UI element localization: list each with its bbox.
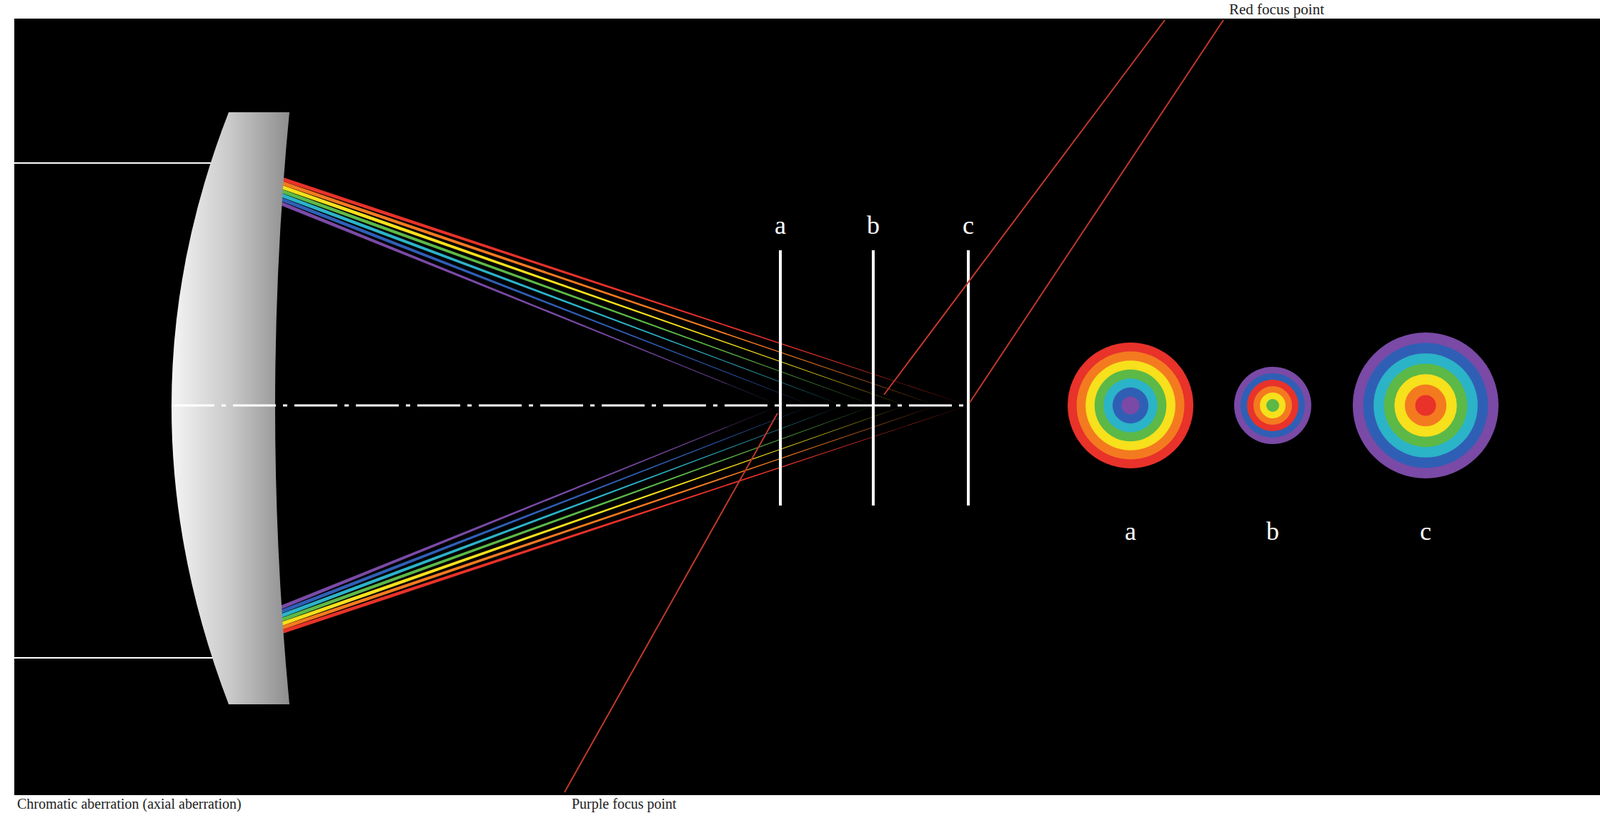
color-beam — [235, 405, 906, 642]
color-beam — [235, 161, 969, 406]
color-beam — [235, 405, 844, 635]
plane-letter: c — [962, 211, 975, 241]
blur-disc-ring — [1076, 351, 1185, 460]
blur-disc-ring — [1253, 385, 1293, 425]
disc-letter: b — [1266, 517, 1280, 546]
optical-axis — [171, 404, 969, 407]
incoming-ray — [0, 162, 236, 164]
color-beam — [235, 179, 812, 406]
black-panel — [14, 18, 1600, 795]
color-beam — [235, 405, 812, 631]
plane-line — [966, 250, 970, 506]
callout-label: Red focus point — [1229, 1, 1325, 18]
lens — [171, 112, 290, 704]
color-beam — [235, 168, 906, 406]
leader-line — [883, 20, 1165, 395]
color-beam — [235, 405, 781, 628]
blur-disc-ring — [1240, 373, 1305, 438]
callout-label: Purple focus point — [571, 795, 677, 812]
color-beam — [235, 175, 844, 406]
disc-letter: c — [1419, 517, 1432, 546]
blur-disc-ring — [1373, 353, 1478, 458]
blur-disc-ring — [1246, 379, 1299, 431]
blur-disc-ring — [1112, 387, 1149, 424]
blur-discs — [1067, 332, 1499, 479]
blur-disc-ring — [1067, 342, 1194, 469]
color-beam — [235, 405, 875, 639]
color-beam — [235, 182, 781, 406]
caption-label: Chromatic aberration (axial aberration) — [17, 795, 242, 812]
plane-letter: a — [774, 211, 787, 241]
blur-disc-ring — [1094, 369, 1167, 442]
leader-line — [969, 20, 1224, 403]
blur-disc-ring — [1352, 332, 1499, 479]
blur-disc-ring — [1414, 394, 1436, 416]
plane-line — [871, 250, 875, 506]
blur-disc-ring — [1394, 373, 1457, 436]
leader-line — [564, 413, 778, 792]
color-beam — [235, 405, 969, 649]
color-beam — [235, 165, 937, 406]
blur-disc-ring — [1121, 395, 1140, 414]
blur-disc-ring — [1404, 384, 1447, 426]
disc-letter: a — [1124, 517, 1137, 546]
color-beam — [235, 172, 875, 406]
blur-disc-ring — [1259, 392, 1286, 419]
color-beam — [235, 405, 937, 646]
plane-letter: b — [866, 211, 880, 241]
blur-disc-ring — [1384, 363, 1468, 448]
blur-disc-ring — [1363, 343, 1489, 469]
blur-disc-ring — [1266, 398, 1280, 412]
blur-disc-ring — [1234, 366, 1312, 444]
plane-line — [778, 250, 782, 506]
incoming-ray — [0, 656, 236, 659]
blur-disc-ring — [1085, 360, 1176, 451]
blur-disc-ring — [1103, 378, 1157, 432]
